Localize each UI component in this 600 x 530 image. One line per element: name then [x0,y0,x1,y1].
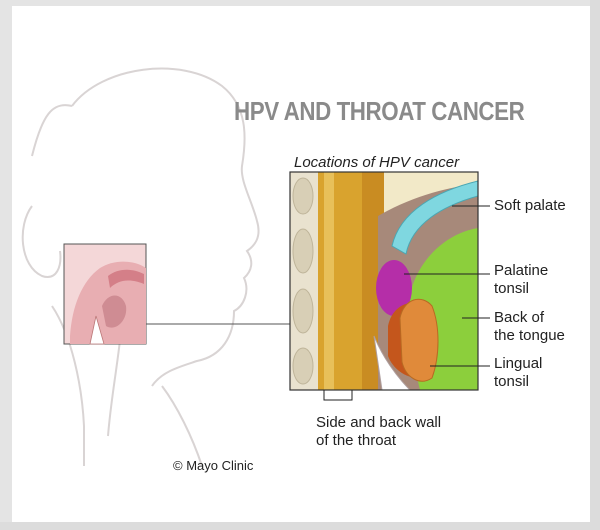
label-soft-palate-text: Soft palate [494,197,566,214]
label-palatine-tonsil: Palatine tonsil [494,262,548,298]
bottom-edge-bar [0,522,600,530]
label-back-of-tongue-line1: Back of [494,309,565,327]
throat-inset-detail [290,172,478,390]
label-lingual-tonsil: Lingual tonsil [494,355,542,391]
right-edge-bar [590,0,600,530]
label-back-of-tongue-line2: the tongue [494,327,565,345]
label-throat-wall: Side and back wall of the throat [316,414,441,450]
label-palatine-tonsil-line2: tonsil [494,280,548,298]
label-throat-wall-line2: of the throat [316,432,441,450]
label-throat-wall-line1: Side and back wall [316,414,441,432]
copyright-notice: © Mayo Clinic [173,458,253,473]
label-palatine-tonsil-line1: Palatine [494,262,548,280]
page-title: HPV AND THROAT CANCER [234,96,524,127]
label-lingual-tonsil-line1: Lingual [494,355,542,373]
illustration-frame: HPV AND THROAT CANCER Locations of HPV c… [12,6,590,522]
label-lingual-tonsil-line2: tonsil [494,373,542,391]
diagram-subtitle: Locations of HPV cancer [294,154,459,171]
label-soft-palate: Soft palate [494,197,566,215]
throat-inset-small [64,244,146,344]
label-back-of-tongue: Back of the tongue [494,309,565,345]
